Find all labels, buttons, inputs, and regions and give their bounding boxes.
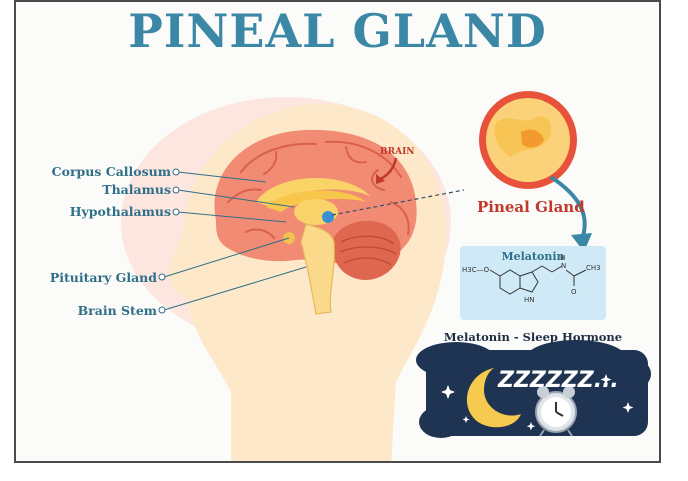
chem-label-hn: HN <box>524 296 535 304</box>
pineal-dashed-line <box>331 189 465 216</box>
label-hypothalamus: Hypothalamus <box>69 204 171 219</box>
chem-label-methoxy: H3C—O <box>462 266 490 274</box>
brain-label: BRAIN <box>380 147 415 157</box>
chem-label-o: O <box>571 288 577 296</box>
melatonin-box: Melatonin H3C—O H N CH3 O HN <box>460 246 606 320</box>
melatonin-title: Melatonin <box>501 250 565 263</box>
chem-label-n: N <box>561 262 566 270</box>
alarm-clock-icon <box>535 386 577 437</box>
illustration <box>121 91 651 461</box>
chem-label-h: H <box>560 254 565 262</box>
diagram-frame: PINEAL GLAND <box>14 0 661 463</box>
label-thalamus: Thalamus <box>102 182 171 197</box>
cerebellum-shape <box>332 220 401 280</box>
sleep-hormone-title: Melatonin - Sleep Hormone <box>443 330 623 344</box>
leader-dots <box>158 168 180 314</box>
leader-lines <box>163 171 307 311</box>
label-corpus-callosum: Corpus Callosum <box>51 164 171 179</box>
brain-stem-shape <box>300 223 335 315</box>
chem-label-ch3: CH3 <box>586 264 601 272</box>
page-title: PINEAL GLAND <box>128 4 547 58</box>
stars <box>441 374 634 431</box>
melatonin-structure: H3C—O H N CH3 O HN <box>462 254 601 304</box>
moon-shape <box>466 368 521 428</box>
pineal-dot <box>322 211 334 223</box>
label-brain-stem: Brain Stem <box>77 303 157 318</box>
corpus-callosum-shape <box>256 178 371 207</box>
label-pineal-gland: Pineal Gland <box>477 198 585 216</box>
snore-text: ZZZZZZ... <box>498 368 619 393</box>
label-pituitary-gland: Pituitary Gland <box>49 270 157 285</box>
